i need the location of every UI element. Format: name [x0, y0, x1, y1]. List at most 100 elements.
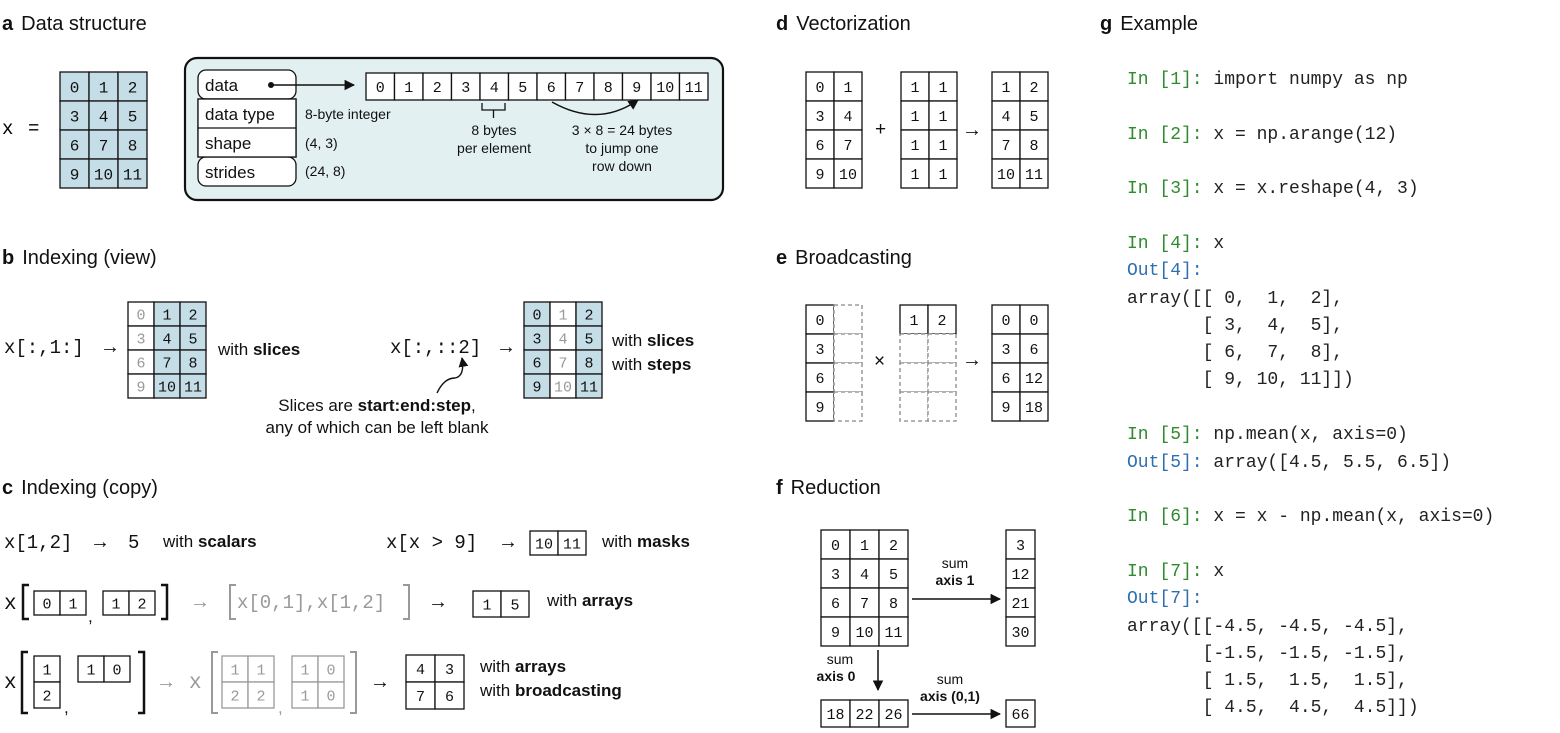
b-slices-value: 0 [136, 307, 145, 324]
code-text: x = x.reshape(4, 3) [1202, 179, 1419, 199]
row3-exp1-value: 2 [230, 688, 239, 705]
d-ones-cell [900, 129, 930, 160]
e-result-value: 18 [1025, 400, 1043, 417]
row3-idx1-value: 1 [42, 662, 51, 679]
memory-cell [678, 72, 709, 101]
b-slices-cell [153, 349, 181, 375]
f-sum-axis1-label2: axis 1 [936, 572, 975, 588]
b-caption-line1: Slices are start:end:step, [278, 396, 475, 415]
a-matrix-value: 9 [70, 166, 80, 184]
e-row-cell [927, 304, 957, 335]
d-left-cell [833, 129, 863, 160]
in-prompt: In [1]: [1127, 70, 1203, 90]
b-slices-cell [153, 373, 181, 399]
f-matrix-value: 0 [831, 538, 840, 555]
row2-result-value: 1 [482, 597, 491, 614]
f-matrix-cell [820, 616, 851, 647]
row2-idx1-value: 0 [42, 596, 51, 613]
memory-value: 0 [376, 80, 385, 97]
f-axis1-value: 21 [1011, 596, 1029, 613]
code-line: array([[ 0, 1, 2], [1127, 289, 1343, 309]
b-slices-value: 8 [188, 355, 197, 372]
b-slices-value: 6 [136, 355, 145, 372]
memory-value: 8 [604, 80, 613, 97]
c-row3-gray-comma: , [278, 698, 283, 717]
c-row3-close-bracket [138, 650, 146, 715]
d-ones-value: 1 [938, 138, 947, 155]
d-result-cell [991, 158, 1021, 189]
d-ones-cell [928, 158, 958, 189]
memory-value: 1 [404, 80, 413, 97]
d-result-cell [991, 71, 1021, 102]
a-matrix-value: 6 [70, 137, 80, 155]
d-result-cell [1019, 158, 1049, 189]
code-text: x = np.arange(12) [1202, 125, 1398, 145]
out-prompt: Out[7]: [1127, 589, 1203, 609]
b-slices-value: 2 [188, 307, 197, 324]
a-matrix-value: 3 [70, 108, 80, 126]
a-matrix-cell [117, 129, 148, 160]
row3-exp1-value: 1 [230, 662, 239, 679]
f-axis01-result: 66 [1005, 699, 1036, 728]
e-result-value: 6 [1001, 371, 1010, 388]
row3-exp2-cell [291, 655, 319, 683]
row3-result-value: 6 [445, 689, 454, 706]
bytes-note-1: 8 bytes [471, 122, 516, 138]
c-row3-x: x [4, 672, 17, 695]
row3-exp1-cell [221, 681, 249, 709]
e-result-cell [991, 333, 1021, 364]
b-slices-cell [179, 373, 207, 399]
c-mask-note: with masks [601, 532, 690, 551]
in-prompt: In [5]: [1127, 425, 1203, 445]
bytes-note-2: per element [457, 140, 531, 156]
e-col-cell [805, 391, 835, 422]
b-note1: with slices [217, 340, 300, 359]
memory-value: 9 [632, 80, 641, 97]
b-arrow2: → [496, 336, 516, 358]
code-line: Out[7]: [1127, 589, 1203, 609]
c-row3-arrow2: → [370, 671, 390, 693]
c-mask-expr: x[x > 9] [386, 532, 477, 554]
c-row3-gray-open [211, 651, 218, 714]
c-row1-arrow: → [90, 531, 110, 553]
memory-value: 6 [547, 80, 556, 97]
b-steps-value: 4 [558, 331, 567, 348]
code-line: In [2]: x = np.arange(12) [1127, 125, 1397, 145]
c-row2-note: with arrays [546, 591, 633, 610]
f-matrix-value: 7 [860, 596, 869, 613]
a-matrix-cell [117, 158, 148, 189]
code-line: In [7]: x [1127, 562, 1224, 582]
f-sum-axis1-label1: sum [942, 555, 968, 571]
code-line: In [4]: x [1127, 234, 1224, 254]
a-matrix-value: 4 [99, 108, 109, 126]
b-slices-value: 4 [162, 331, 171, 348]
e-row-cell [927, 333, 957, 364]
d-left-value: 1 [843, 80, 852, 97]
e-result-value: 0 [1001, 313, 1010, 330]
d-left-cell [833, 158, 863, 189]
field-data: data [205, 76, 239, 95]
row3-idx2-value: 1 [86, 662, 95, 679]
field-strides: strides [205, 163, 255, 182]
f-matrix-cell [878, 558, 909, 589]
out-prompt: Out[5]: [1127, 453, 1203, 473]
row3-result-cell [434, 681, 465, 710]
c-row2-close-bracket [161, 583, 169, 621]
d-arrow: → [962, 119, 982, 141]
b-steps-cell [549, 349, 577, 375]
a-matrix-value: 1 [99, 79, 109, 97]
d-left-value: 6 [815, 138, 824, 155]
memory-value: 4 [490, 80, 499, 97]
e-result-value: 9 [1001, 400, 1010, 417]
b-slices-value: 11 [184, 379, 202, 396]
b-slices-value: 5 [188, 331, 197, 348]
